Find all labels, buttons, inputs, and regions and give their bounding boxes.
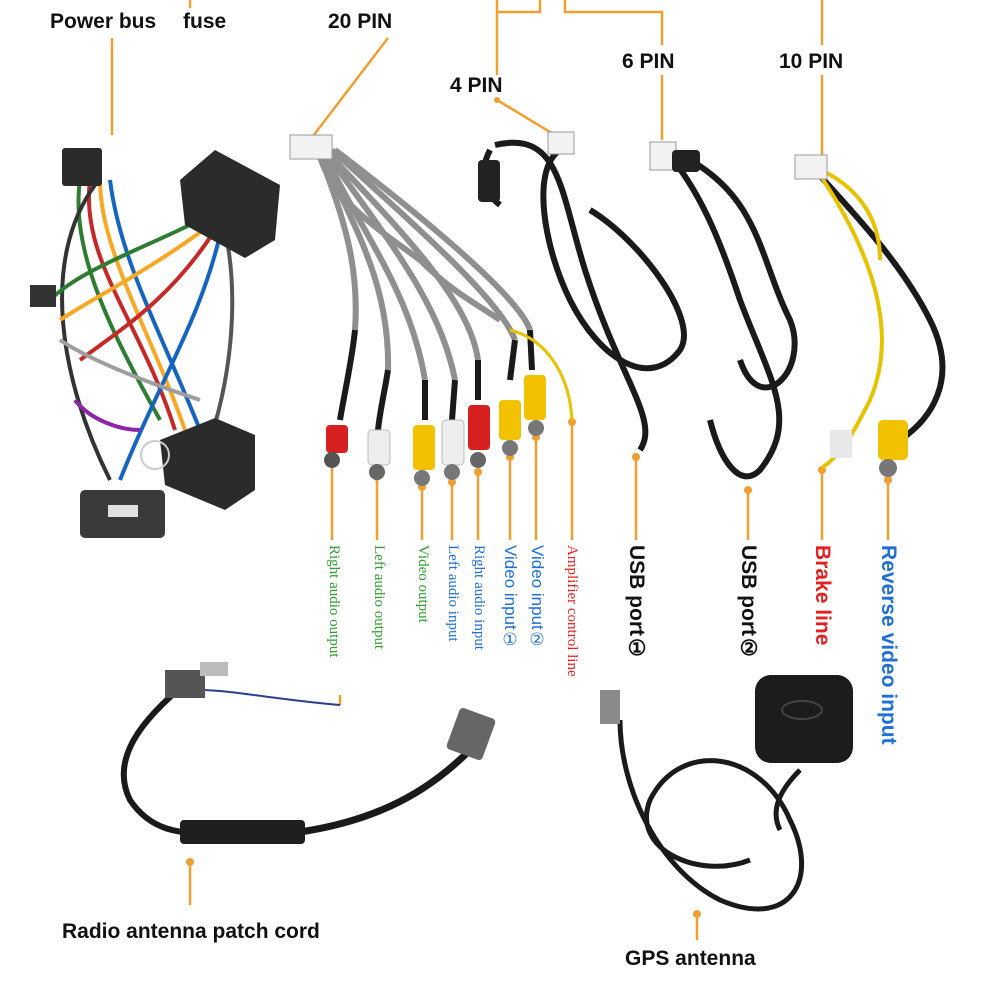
20pin-label: 20 PIN: [328, 10, 393, 33]
video-input-1-label: Video input①: [501, 545, 520, 650]
leader-lines: [110, 0, 890, 940]
reverse-rca-tip: [879, 459, 897, 477]
usb-6pin-connector: [649, 141, 677, 171]
6pin-label: 6 PIN: [622, 50, 675, 73]
usb-port-1-plug: [478, 160, 500, 202]
reverse-rca-plug: [878, 420, 908, 460]
right-audio-input-label: Right audio input: [471, 545, 487, 650]
radio-antenna-cord: [120, 662, 496, 844]
left-audio-output-label: Left audio output: [371, 545, 387, 650]
10pin-connector: [794, 154, 828, 180]
power-bus-harness: [30, 148, 280, 538]
rca-harness: [289, 134, 574, 486]
gps-antenna-label: GPS antenna: [625, 947, 756, 970]
fuse-label: fuse: [183, 10, 227, 33]
usb-port-1-label: USB port①: [625, 545, 648, 660]
usb-4pin-connector: [547, 131, 575, 155]
usb-port-2-label: USB port②: [737, 545, 760, 660]
brake-line-label: Brake line: [811, 545, 834, 646]
left-audio-input-label: Left audio input: [445, 545, 461, 642]
radio-antenna-label: Radio antenna patch cord: [62, 920, 320, 943]
amplifier-control-label: Amplifier control line: [564, 545, 580, 677]
usb-port-2-plug: [672, 150, 700, 172]
usb-cables: [480, 139, 798, 480]
video-output-label: Video output: [415, 545, 431, 623]
leader-dots: [186, 97, 892, 918]
4pin-label: 4 PIN: [450, 74, 503, 97]
power-bus-label: Power bus: [50, 10, 157, 33]
reverse-video-label: Reverse video input: [877, 545, 900, 745]
gps-antenna: [600, 675, 853, 912]
video-input-2-label: Video input②: [528, 545, 547, 650]
brake-tag: [830, 430, 852, 458]
10pin-label: 10 PIN: [779, 50, 844, 73]
right-audio-output-label: Right audio output: [326, 545, 342, 658]
